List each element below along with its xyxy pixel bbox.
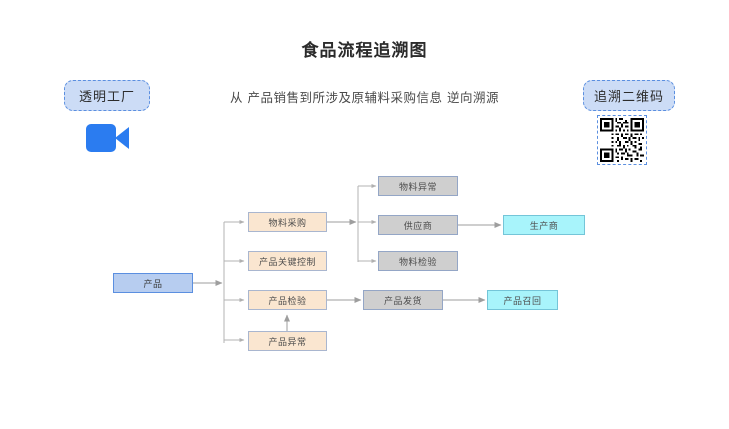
node-label: 物料采购: [268, 218, 307, 229]
node-label: 产品: [143, 279, 163, 290]
node-product[interactable]: 产品: [113, 273, 193, 293]
node-label: 产品检验: [268, 296, 307, 307]
node-label: 物料异常: [398, 182, 437, 193]
node-product-recall[interactable]: 产品召回: [487, 290, 558, 310]
node-label: 产品异常: [268, 337, 307, 348]
video-camera-body: [86, 124, 116, 152]
node-material-anomaly[interactable]: 物料异常: [378, 176, 458, 196]
badge-right-label: 追溯二维码: [593, 90, 664, 105]
node-supplier[interactable]: 供应商: [378, 215, 458, 235]
node-label: 产品召回: [503, 296, 542, 307]
node-label: 物料检验: [398, 257, 437, 268]
node-label: 产品发货: [383, 296, 422, 307]
node-product-key-control[interactable]: 产品关键控制: [248, 251, 327, 271]
node-product-inspection[interactable]: 产品检验: [248, 290, 327, 310]
page-title: 食品流程追溯图: [301, 41, 428, 61]
page-subtitle: 从 产品销售到所涉及原辅料采购信息 逆向溯源: [230, 90, 499, 105]
node-manufacturer[interactable]: 生产商: [503, 215, 585, 235]
video-camera-lens: [115, 127, 129, 149]
badge-trace-qr-code[interactable]: 追溯二维码: [583, 80, 675, 111]
node-label: 生产商: [529, 221, 559, 232]
node-label: 供应商: [403, 221, 433, 232]
node-product-anomaly[interactable]: 产品异常: [248, 331, 327, 351]
qr-code-pattern: [600, 118, 644, 162]
node-label: 产品关键控制: [258, 257, 316, 268]
node-material-procurement[interactable]: 物料采购: [248, 212, 327, 232]
badge-transparent-factory[interactable]: 透明工厂: [64, 80, 150, 111]
video-camera-icon: [86, 124, 130, 152]
node-material-inspection[interactable]: 物料检验: [378, 251, 458, 271]
node-product-shipment[interactable]: 产品发货: [363, 290, 443, 310]
badge-left-label: 透明工厂: [78, 90, 135, 105]
qr-code-icon[interactable]: [597, 115, 647, 165]
